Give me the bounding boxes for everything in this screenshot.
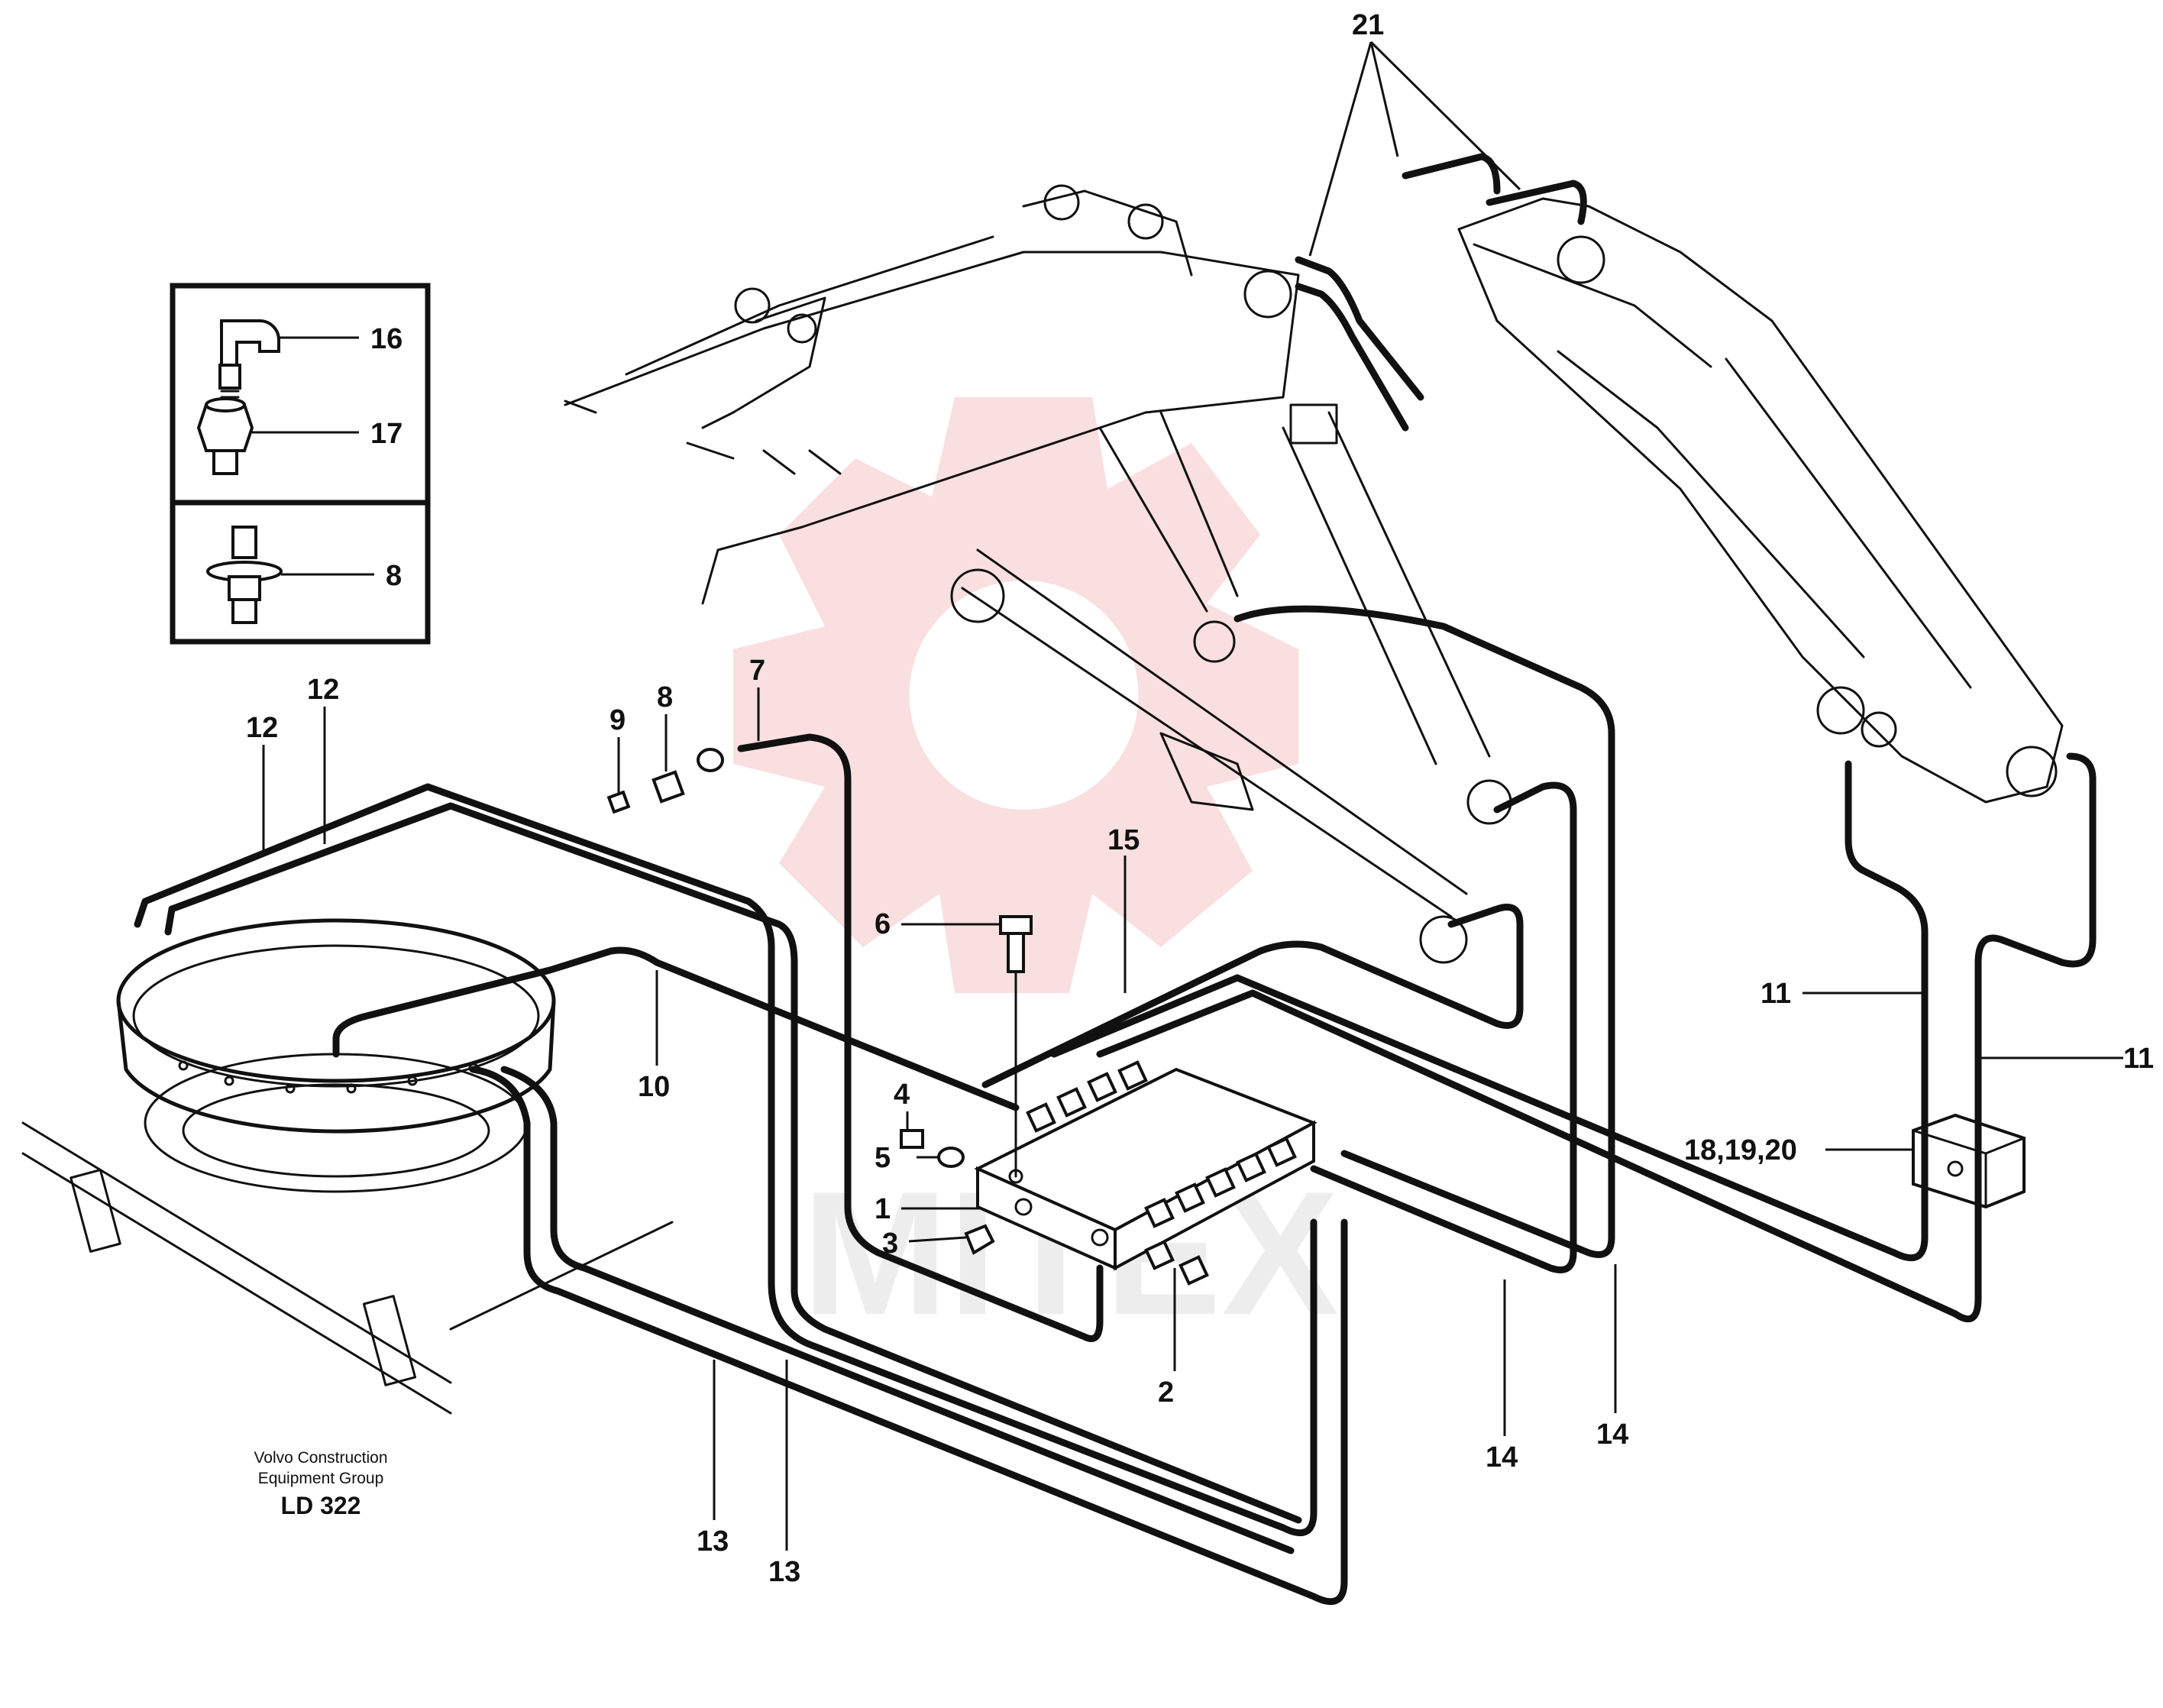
block-fittings [606,748,1297,1286]
hose-11a [1050,760,1929,1262]
callout-18-19-20: 18,19,20 [1684,1134,1797,1166]
callout-15: 15 [1107,824,1140,856]
test-port-fittings [606,748,724,814]
leader-lines [262,40,2123,1551]
callout-8: 8 [657,681,673,713]
inset-fittings-box [170,283,431,645]
hose-21a [1295,256,1424,401]
callout-13: 13 [697,1525,729,1558]
washer-icon [937,1147,965,1168]
undercarriage-frame [21,1121,674,1415]
callout-6: 6 [875,908,891,940]
callout-11: 11 [1760,978,1791,1010]
callout-2: 2 [1158,1376,1174,1409]
callout-8: 8 [386,560,402,592]
elbow-fitting-icon [218,319,280,399]
callout-5: 5 [875,1142,891,1174]
caption-line-1: Volvo Construction [254,1449,387,1467]
callout-14: 14 [1486,1441,1518,1473]
watermark-gear-logo [733,397,1298,993]
callout-21: 21 [1352,9,1384,41]
callout-11: 11 [2123,1043,2154,1075]
boom-assembly [564,184,1300,605]
hose-14b [1233,605,1615,1258]
hose-21c [1402,153,1501,195]
callout-12: 12 [246,712,278,744]
caption-code: LD 322 [281,1492,361,1519]
hose-21b [1295,283,1409,432]
hose-7 [737,733,1104,1342]
hose-14a [1310,781,1577,1273]
hose-11b [1096,752,2097,1323]
hose-10 [332,946,1020,1111]
callout-16: 16 [370,323,403,355]
callout-13: 13 [768,1556,800,1588]
callout-17: 17 [370,418,403,450]
callout-7: 7 [749,655,765,687]
callouts: 21 16 17 8 12 12 9 8 7 15 6 10 4 5 1 3 2… [246,9,2154,1588]
hose-13b [500,1066,1295,1554]
bolt-icon [999,915,1033,1178]
callout-9: 9 [609,704,626,736]
hose-13a [470,1066,1348,1606]
callout-12: 12 [307,674,339,706]
hose-15 [981,904,1524,1089]
callout-14: 14 [1596,1418,1628,1451]
hoses [134,153,2097,1606]
plug-icon [900,1129,924,1149]
hose-12a [134,783,1318,1537]
callout-3: 3 [882,1228,898,1260]
boom-cylinders [950,403,1512,964]
callout-10: 10 [638,1071,670,1103]
pressure-switch-block [1912,1113,2026,1209]
drawing-caption: Volvo Construction Equipment Group LD 32… [254,1449,387,1519]
callout-4: 4 [894,1079,910,1111]
nut-fitting-icon [196,397,254,475]
adapter-fitting-icon [206,526,283,624]
caption-line-2: Equipment Group [258,1470,384,1487]
hose-21d [1486,180,1587,225]
hose-12b [164,802,1302,1524]
callout-1: 1 [875,1193,891,1225]
arm-assembly [1457,197,2064,804]
